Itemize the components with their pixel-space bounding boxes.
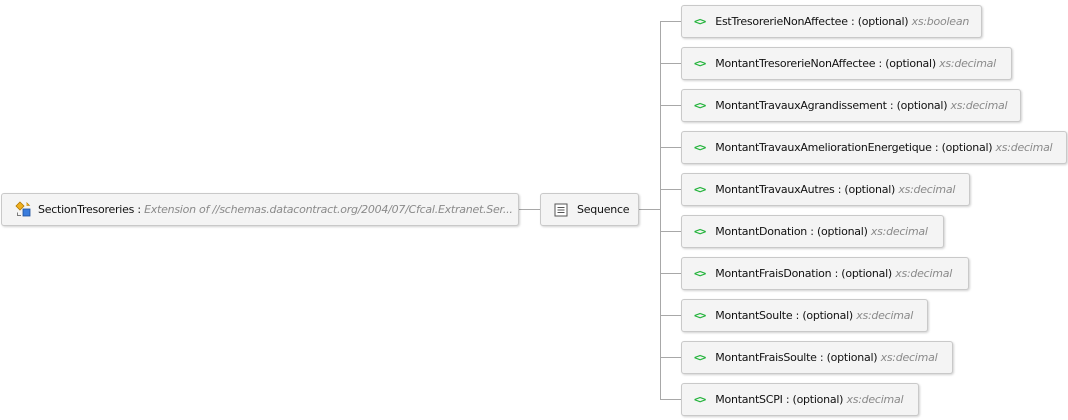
element-icon: <> (694, 351, 706, 364)
element-optional: (optional) (816, 225, 868, 238)
element-node[interactable]: <> MontantFraisSoulte : (optional) xs:de… (681, 341, 953, 374)
element-optional: (optional) (896, 99, 948, 112)
element-type: xs:decimal (898, 183, 956, 196)
element-name: MontantDonation (715, 225, 808, 238)
element-type: xs:decimal (846, 393, 904, 406)
element-name: MontantTravauxAutres (715, 183, 835, 196)
connector-branch (660, 63, 681, 64)
element-icon: <> (694, 393, 706, 406)
element-type: xs:boolean (911, 15, 970, 28)
element-node[interactable]: <> MontantSoulte : (optional) xs:decimal (681, 299, 928, 332)
element-optional: (optional) (792, 393, 844, 406)
root-type-extension: Extension of //schemas.datacontract.org/… (144, 203, 513, 216)
element-icon: <> (694, 183, 706, 196)
element-name: MontantTravauxAmeliorationEnergetique (715, 141, 932, 154)
sequence-icon (554, 203, 568, 217)
root-type-node[interactable]: SectionTresoreries : Extension of //sche… (1, 193, 519, 226)
connector-branch (660, 105, 681, 106)
sequence-label: Sequence (577, 203, 630, 216)
connector-branch (660, 399, 681, 400)
element-name: MontantFraisDonation (715, 267, 832, 280)
element-optional: (optional) (941, 141, 993, 154)
element-node[interactable]: <> MontantFraisDonation : (optional) xs:… (681, 257, 969, 290)
element-type: xs:decimal (950, 99, 1008, 112)
element-optional: (optional) (826, 351, 878, 364)
element-node[interactable]: <> MontantSCPI : (optional) xs:decimal (681, 383, 919, 416)
complex-type-extension-icon (15, 201, 32, 218)
connector-trunk (660, 21, 661, 399)
element-node[interactable]: <> MontantDonation : (optional) xs:decim… (681, 215, 944, 248)
element-name: MontantSCPI (715, 393, 783, 406)
element-name: MontantTravauxAgrandissement (715, 99, 887, 112)
element-optional: (optional) (802, 309, 853, 322)
connector-branch (660, 21, 681, 22)
element-name: MontantSoulte (715, 309, 793, 322)
connector-branch (660, 273, 681, 274)
element-name: MontantFraisSoulte (715, 351, 817, 364)
element-icon: <> (694, 57, 706, 70)
connector-branch (660, 357, 681, 358)
element-icon: <> (694, 99, 706, 112)
sequence-node[interactable]: Sequence (540, 193, 639, 226)
element-optional: (optional) (885, 57, 936, 70)
element-icon: <> (694, 141, 706, 154)
element-icon: <> (694, 309, 706, 322)
element-type: xs:decimal (880, 351, 938, 364)
element-icon: <> (694, 267, 706, 280)
element-node[interactable]: <> MontantTravauxAmeliorationEnergetique… (681, 131, 1067, 164)
element-type: xs:decimal (895, 267, 953, 280)
root-type-name: SectionTresoreries (38, 203, 135, 216)
connector-branch (660, 231, 681, 232)
element-node[interactable]: <> EstTresorerieNonAffectee : (optional)… (681, 5, 982, 38)
element-icon: <> (694, 15, 706, 28)
element-name: MontantTresorerieNonAffectee (715, 57, 876, 70)
element-type: xs:decimal (995, 141, 1053, 154)
connector-branch (660, 189, 681, 190)
element-node[interactable]: <> MontantTresorerieNonAffectee : (optio… (681, 47, 1012, 80)
connector-sequence-out (638, 209, 660, 210)
element-type: xs:decimal (856, 309, 914, 322)
element-icon: <> (694, 225, 706, 238)
element-node[interactable]: <> MontantTravauxAutres : (optional) xs:… (681, 173, 970, 206)
connector-branch (660, 315, 681, 316)
element-optional: (optional) (844, 183, 896, 196)
element-type: xs:decimal (939, 57, 996, 70)
element-node[interactable]: <> MontantTravauxAgrandissement : (optio… (681, 89, 1021, 122)
element-optional: (optional) (841, 267, 892, 280)
connector-branch (660, 147, 681, 148)
root-type-separator: : (134, 203, 145, 216)
connector-root-to-sequence (518, 209, 540, 210)
element-name: EstTresorerieNonAffectee (715, 15, 848, 28)
element-optional: (optional) (857, 15, 909, 28)
element-type: xs:decimal (870, 225, 928, 238)
